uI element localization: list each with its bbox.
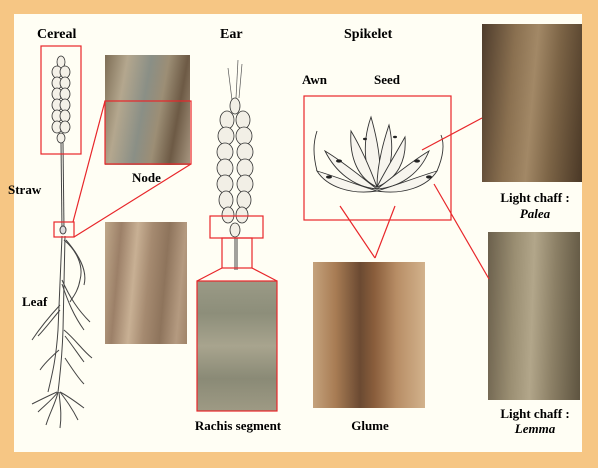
glume-photo [313, 262, 425, 408]
ear-title: Ear [220, 27, 243, 42]
palea-caption-line1: Light chaff : [486, 190, 584, 205]
straw-photo [105, 222, 187, 344]
lemma-photo [488, 232, 580, 400]
seed-label: Seed [374, 72, 400, 87]
rachis-photo [197, 281, 277, 411]
lemma-caption-line2: Lemma [486, 421, 584, 436]
node-photo [105, 55, 190, 165]
straw-label: Straw [8, 182, 41, 197]
palea-photo [482, 24, 582, 182]
lemma-caption-line1: Light chaff : [486, 406, 584, 421]
awn-label: Awn [302, 72, 327, 87]
spikelet-drawing [305, 105, 450, 205]
spikelet-title: Spikelet [344, 27, 392, 42]
node-label: Node [132, 170, 161, 185]
leaf-label: Leaf [22, 294, 47, 309]
ear-drawing [198, 58, 268, 273]
palea-caption-line2: Palea [486, 206, 584, 221]
rachis-segment-label: Rachis segment [183, 418, 293, 433]
glume-label: Glume [340, 418, 400, 433]
cereal-plant-drawing [18, 40, 118, 435]
